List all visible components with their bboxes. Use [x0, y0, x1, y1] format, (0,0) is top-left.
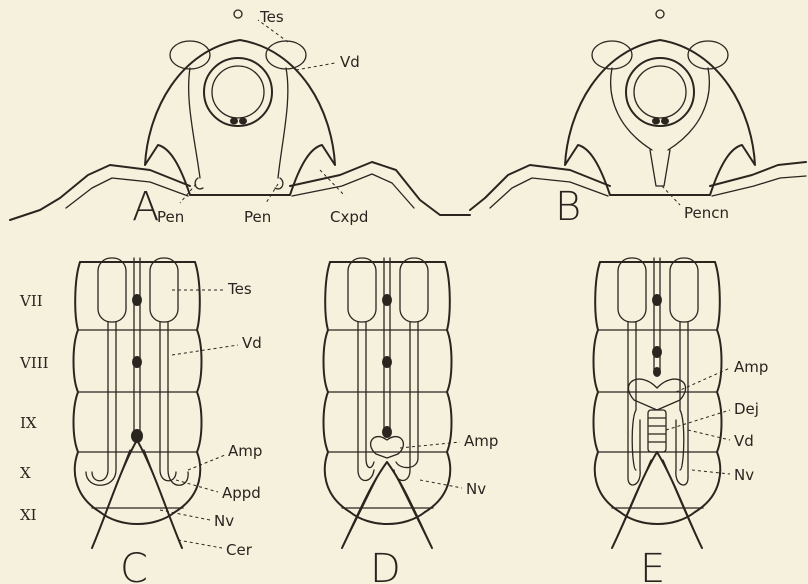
- panel-a-body: [10, 10, 470, 220]
- label-a-cxpd: Cxpd: [330, 208, 368, 226]
- panel-b-body: [470, 10, 806, 210]
- label-b-pencn: Pencn: [684, 204, 729, 222]
- panel-b-letter: B: [555, 184, 581, 230]
- label-c-amp: Amp: [228, 442, 262, 460]
- label-a-pen-right: Pen: [244, 208, 271, 226]
- panel-b: Pencn B: [470, 10, 806, 230]
- segment-label-x: X: [20, 464, 31, 482]
- segment-label-xi: XI: [20, 506, 37, 524]
- panel-a-letter: A: [132, 184, 159, 230]
- label-a-tes: Tes: [259, 8, 284, 26]
- segment-label-ix: IX: [20, 414, 37, 432]
- label-e-amp: Amp: [734, 358, 768, 376]
- label-e-vd: Vd: [734, 432, 754, 450]
- panel-e: Amp Dej Vd Nv E: [594, 258, 769, 584]
- label-e-nv: Nv: [734, 466, 754, 484]
- label-c-nv: Nv: [214, 512, 234, 530]
- label-c-appd: Appd: [222, 484, 261, 502]
- label-a-pen-left: Pen: [157, 208, 184, 226]
- label-d-amp: Amp: [464, 432, 498, 450]
- label-c-tes: Tes: [227, 280, 252, 298]
- panel-e-letter: E: [640, 546, 665, 584]
- label-a-vd: Vd: [340, 53, 360, 71]
- label-d-nv: Nv: [466, 480, 486, 498]
- panel-c: VII VIII IX X XI Tes Vd Amp Appd Nv Cer …: [19, 258, 262, 584]
- label-c-cer: Cer: [226, 541, 253, 559]
- segment-label-vii: VII: [19, 292, 43, 310]
- panel-a: Tes Vd Pen Pen Cxpd A: [10, 8, 470, 230]
- label-c-vd: Vd: [242, 334, 262, 352]
- panel-d: Amp Nv D: [324, 258, 499, 584]
- panel-d-letter: D: [370, 546, 401, 584]
- label-e-dej: Dej: [734, 400, 759, 418]
- panel-c-body: [74, 258, 202, 548]
- panel-d-body: [324, 258, 452, 548]
- panel-e-body: [594, 258, 722, 548]
- panel-c-letter: C: [120, 546, 148, 584]
- segment-label-viii: VIII: [19, 354, 49, 372]
